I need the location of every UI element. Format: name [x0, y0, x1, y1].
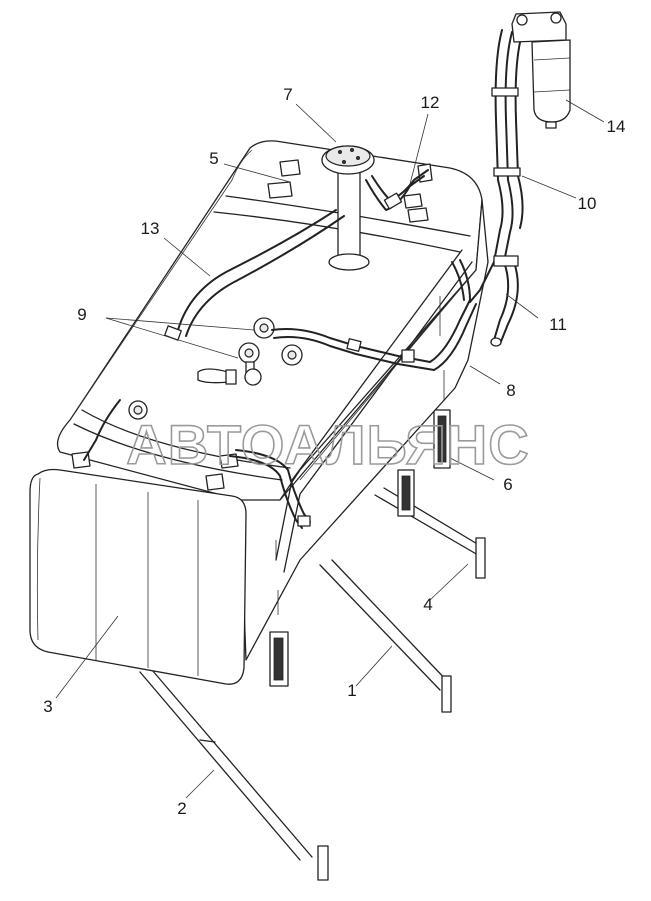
mounting-bracket-6	[269, 409, 451, 687]
callout-10: 10	[578, 194, 597, 213]
support-strut-1	[319, 559, 452, 713]
callout-4: 4	[423, 595, 432, 614]
callout-1: 1	[347, 681, 356, 700]
watermark-text: АВТОАЛЬЯНС	[126, 413, 529, 476]
pipe-8	[271, 259, 477, 371]
callout-14: 14	[607, 117, 626, 136]
callout-13: 13	[141, 219, 160, 238]
front-hose	[229, 449, 311, 529]
callout-2: 2	[177, 799, 186, 818]
filler-neck-7	[321, 145, 375, 271]
callout-12: 12	[421, 93, 440, 112]
callout-5: 5	[209, 149, 218, 168]
fuel-filter-14	[511, 11, 571, 129]
pipe-12	[365, 169, 429, 211]
tank-top-fittings	[71, 159, 433, 491]
leader-lines	[55, 99, 605, 799]
hoses-10-11	[469, 29, 524, 347]
sensor-flanges-9	[197, 317, 303, 386]
callout-11: 11	[549, 315, 567, 334]
callout-8: 8	[506, 381, 515, 400]
callout-labels: 7 12 5 13 9 14 10 11 8 6 4 1 3 2	[43, 85, 625, 818]
fuel-line-13	[83, 209, 345, 461]
support-strut-2	[139, 669, 329, 881]
callout-9: 9	[77, 305, 86, 324]
callout-7: 7	[283, 85, 292, 104]
callout-3: 3	[43, 697, 52, 716]
support-strut-4	[374, 487, 486, 579]
callout-6: 6	[503, 475, 512, 494]
